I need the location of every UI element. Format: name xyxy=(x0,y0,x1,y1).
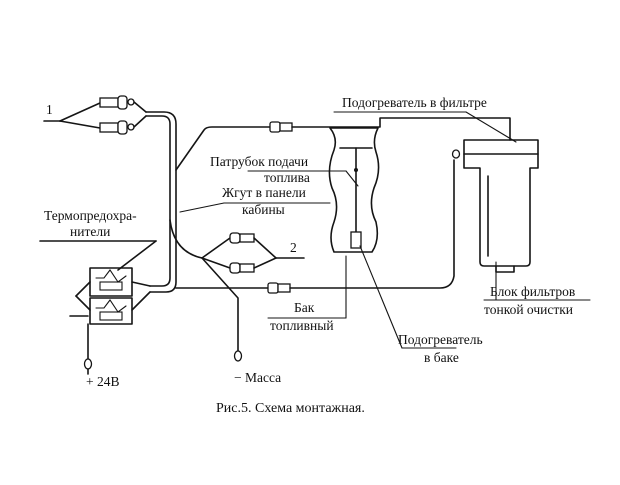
branch-wire-2 xyxy=(169,219,305,274)
label-filter-unit-1: Блок фильтров xyxy=(490,284,575,299)
label-tank-heater-2: в баке xyxy=(424,350,459,365)
label-wire-1: 1 xyxy=(46,102,53,117)
label-harness-2: кабины xyxy=(242,202,285,217)
label-plus-24v: + 24В xyxy=(86,374,120,389)
fuel-tank xyxy=(328,127,380,253)
main-harness xyxy=(145,111,177,293)
label-wire-2: 2 xyxy=(290,240,297,255)
label-tank-heater-1: Подогреватель xyxy=(398,332,483,347)
upper-wire-to-filter xyxy=(175,117,511,171)
label-filter-heater: Подогреватель в фильтре xyxy=(342,95,487,110)
connector-pair-top-left xyxy=(99,95,147,135)
label-thermo-fuses-2: нители xyxy=(70,224,110,239)
label-ground: − Масса xyxy=(234,370,281,385)
lower-wire-to-filter xyxy=(175,149,461,294)
plus-24v-terminal xyxy=(83,358,93,375)
label-supply-pipe-2: топлива xyxy=(264,170,310,185)
label-harness-1: Жгут в панели xyxy=(222,185,306,200)
leader-lines xyxy=(179,111,591,349)
filter-unit xyxy=(463,139,539,273)
ground-terminal xyxy=(201,257,243,362)
label-thermo-fuses-1: Термопредохра- xyxy=(44,208,137,223)
wire-1-input xyxy=(43,102,101,129)
label-tank-2: топливный xyxy=(270,318,334,333)
label-tank-1: Бак xyxy=(294,300,315,315)
thermo-fuse-block xyxy=(39,240,157,361)
label-filter-unit-2: тонкой очистки xyxy=(484,302,573,317)
label-supply-pipe-1: Патрубок подачи xyxy=(210,154,308,169)
figure-caption: Рис.5. Схема монтажная. xyxy=(216,401,365,416)
